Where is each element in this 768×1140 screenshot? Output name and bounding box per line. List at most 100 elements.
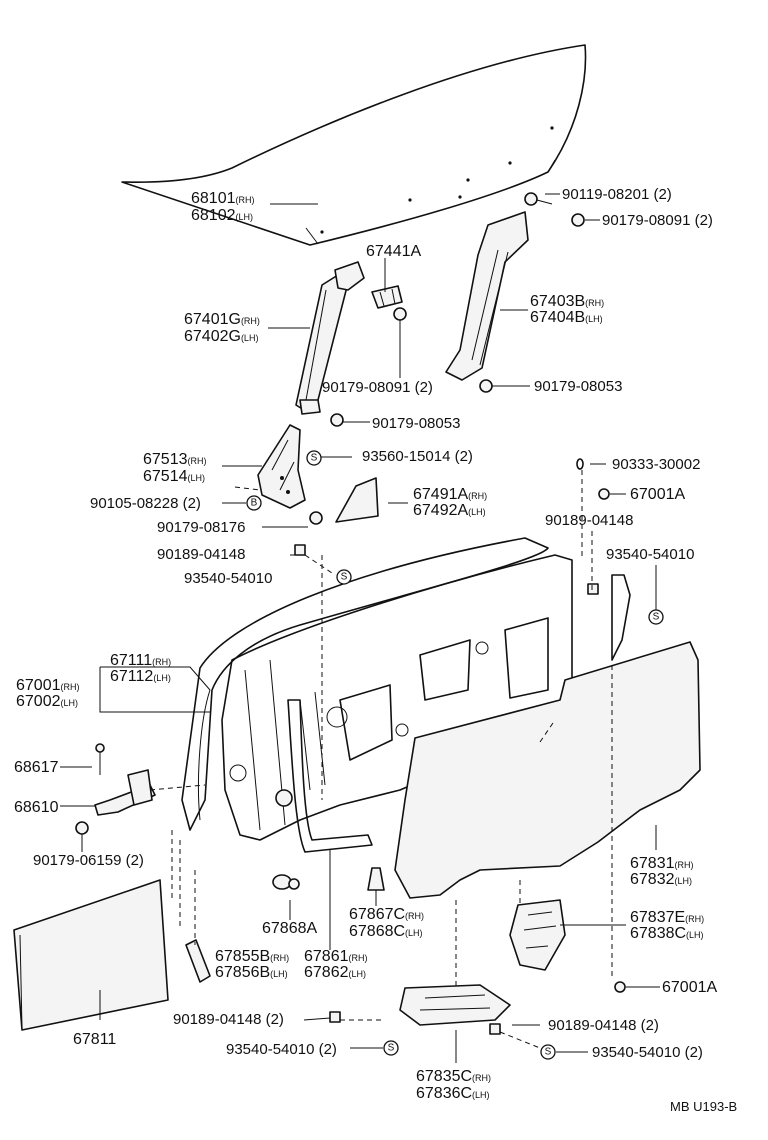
- symbol-s-5: S: [540, 1044, 556, 1060]
- svg-text:67513(RH): 67513(RH): [143, 451, 207, 468]
- svg-text:67861(RH): 67861(RH): [304, 948, 368, 965]
- leader-lines: [60, 193, 660, 1063]
- alignment-lines: [171, 470, 613, 1051]
- symbol-s-3: S: [648, 609, 664, 625]
- svg-text:67492A(LH): 67492A(LH): [413, 502, 486, 519]
- symbol-s-4: S: [383, 1040, 399, 1056]
- plug-and-clip: [272, 867, 385, 891]
- label-90189-04148-right: 90189-04148: [545, 512, 633, 529]
- svg-text:67514(LH): 67514(LH): [143, 468, 205, 485]
- label-90179-08053-left: 90179-08053: [372, 415, 460, 432]
- svg-text:67835C(RH): 67835C(RH): [416, 1068, 491, 1085]
- label-clip-6786xc: 67867C(RH) 67868C(LH): [349, 906, 424, 940]
- front-run-channel: [295, 261, 365, 415]
- svg-text:S: S: [388, 1043, 395, 1054]
- label-90179-08053-right: 90179-08053: [534, 378, 622, 395]
- small-clips: [294, 544, 626, 1035]
- label-panel-6711x: 67111(RH) 67112(LH): [110, 652, 171, 685]
- label-90179-08176: 90179-08176: [157, 519, 245, 536]
- label-68617: 68617: [14, 759, 59, 776]
- symbol-b-1: B: [246, 495, 262, 511]
- symbol-s-2: S: [336, 569, 352, 585]
- cover-67837e: [509, 899, 566, 971]
- label-68610: 68610: [14, 799, 59, 816]
- bracket-67513: [257, 424, 306, 509]
- svg-text:67855B(RH): 67855B(RH): [215, 948, 289, 965]
- label-90189-04148-left: 90189-04148: [157, 546, 245, 563]
- svg-text:68101(RH): 68101(RH): [191, 190, 255, 207]
- svg-text:S: S: [311, 453, 318, 464]
- door-glass: [121, 44, 587, 246]
- label-90119-08201: 90119-08201 (2): [562, 186, 672, 203]
- label-93560-15014: 93560-15014 (2): [362, 448, 473, 465]
- label-90105-08228: 90105-08228 (2): [90, 495, 201, 512]
- cover-67491a: [335, 477, 379, 523]
- label-seal-6785x: 67855B(RH) 67856B(LH): [215, 948, 289, 981]
- svg-text:67832(LH): 67832(LH): [630, 871, 692, 888]
- label-93540-54010-bottom-right: 93540-54010 (2): [592, 1044, 703, 1061]
- label-90179-08091-mid: 90179-08091 (2): [322, 379, 433, 396]
- label-67868a: 67868A: [262, 920, 317, 937]
- label-film-6783x: 67831(RH) 67832(LH): [630, 855, 694, 888]
- svg-text:B: B: [251, 498, 258, 509]
- service-hole-film: [394, 641, 701, 899]
- svg-text:67856B(LH): 67856B(LH): [215, 964, 288, 981]
- weatherstrip: [287, 699, 373, 853]
- nut-90179-06159: [75, 821, 89, 835]
- svg-text:67862(LH): 67862(LH): [304, 964, 366, 981]
- label-cover-6783xe: 67837E(RH) 67838C(LH): [630, 909, 704, 942]
- label-rear-run: 67403B(RH) 67404B(LH): [530, 293, 604, 326]
- label-93540-54010-left: 93540-54010: [184, 570, 272, 587]
- diagram-code: MB U193-B: [670, 1099, 737, 1114]
- cover-67835c: [399, 984, 511, 1026]
- svg-text:S: S: [341, 572, 348, 583]
- label-90189-04148-bottom-right: 90189-04148 (2): [548, 1017, 659, 1034]
- svg-text:67404B(LH): 67404B(LH): [530, 309, 603, 326]
- svg-text:67111(RH): 67111(RH): [110, 652, 171, 669]
- label-panel-6700x: 67001(RH) 67002(LH): [16, 677, 80, 710]
- label-front-run: 67401G(RH) 67402G(LH): [184, 311, 260, 345]
- label-93540-54010-bottom-left: 93540-54010 (2): [226, 1041, 337, 1058]
- svg-text:67002(LH): 67002(LH): [16, 693, 78, 710]
- svg-text:67837E(RH): 67837E(RH): [630, 909, 704, 926]
- svg-text:67403B(RH): 67403B(RH): [530, 293, 604, 310]
- svg-text:68102(LH): 68102(LH): [191, 207, 253, 224]
- bracket-67441a: [371, 285, 403, 309]
- label-67001a-bottom: 67001A: [662, 979, 717, 996]
- rear-seal-strip: [611, 574, 631, 661]
- label-67441a: 67441A: [366, 243, 421, 260]
- svg-text:67401G(RH): 67401G(RH): [184, 311, 260, 328]
- label-cover-6783xc: 67835C(RH) 67836C(LH): [416, 1068, 491, 1102]
- trim-pad: [13, 879, 169, 1031]
- label-93540-54010-right: 93540-54010: [606, 546, 694, 563]
- label-weatherstrip-6786x: 67861(RH) 67862(LH): [304, 948, 368, 981]
- label-90189-04148-bottom-left: 90189-04148 (2): [173, 1011, 284, 1028]
- label-door-glass: 68101(RH) 68102(LH): [191, 190, 255, 224]
- label-67001a-top: 67001A: [630, 486, 685, 503]
- svg-text:67867C(RH): 67867C(RH): [349, 906, 424, 923]
- svg-text:67001(RH): 67001(RH): [16, 677, 80, 694]
- label-90333-30002: 90333-30002: [612, 456, 700, 473]
- label-90179-08091-top: 90179-08091 (2): [602, 212, 713, 229]
- symbol-s-1: S: [306, 450, 322, 466]
- svg-text:67838C(LH): 67838C(LH): [630, 925, 704, 942]
- door-check: [94, 743, 206, 816]
- label-67811: 67811: [73, 1031, 116, 1048]
- svg-text:S: S: [545, 1047, 552, 1058]
- label-90179-06159: 90179-06159 (2): [33, 852, 144, 869]
- rear-run-channel: [445, 211, 529, 381]
- top-fasteners: [309, 192, 610, 525]
- seal-67855b: [185, 939, 211, 983]
- svg-text:67491A(RH): 67491A(RH): [413, 486, 487, 503]
- svg-text:67868C(LH): 67868C(LH): [349, 923, 423, 940]
- svg-text:67836C(LH): 67836C(LH): [416, 1085, 490, 1102]
- svg-text:67402G(LH): 67402G(LH): [184, 328, 258, 345]
- svg-text:S: S: [653, 612, 660, 623]
- label-cover-6749x: 67491A(RH) 67492A(LH): [413, 486, 487, 519]
- label-bracket-6751x: 67513(RH) 67514(LH): [143, 451, 207, 485]
- svg-text:67831(RH): 67831(RH): [630, 855, 694, 872]
- inner-door-panel: [221, 554, 573, 841]
- svg-text:67112(LH): 67112(LH): [110, 668, 171, 685]
